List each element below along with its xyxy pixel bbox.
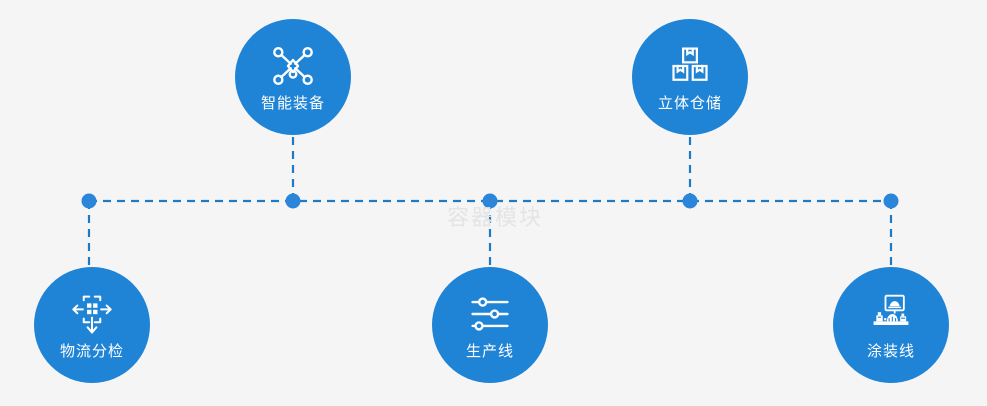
sorting-arrows-icon bbox=[70, 292, 114, 336]
node-stereoscopic-warehouse[interactable]: 立体仓储 bbox=[632, 19, 748, 135]
junction-dot-painting-line bbox=[883, 193, 899, 209]
node-painting-line[interactable]: 涂装线 bbox=[833, 267, 949, 383]
node-label: 涂装线 bbox=[866, 342, 915, 360]
sliders-icon bbox=[468, 292, 512, 336]
node-logistics-sorting[interactable]: 物流分检 bbox=[34, 267, 150, 383]
node-production-line[interactable]: 生产线 bbox=[432, 267, 548, 383]
node-label: 立体仓储 bbox=[657, 94, 722, 112]
node-label: 生产线 bbox=[465, 342, 514, 360]
node-label: 物流分检 bbox=[59, 342, 124, 360]
junction-dot-stereoscopic-warehouse bbox=[682, 193, 698, 209]
junction-dot-intelligent-equipment bbox=[285, 193, 301, 209]
node-label: 智能装备 bbox=[260, 94, 325, 112]
watermark-text: 容器模块 bbox=[446, 205, 543, 230]
network-nodes-icon bbox=[271, 44, 315, 88]
node-intelligent-equipment[interactable]: 智能装备 bbox=[235, 19, 351, 135]
stacked-boxes-icon bbox=[668, 44, 712, 88]
junction-dot-logistics-sorting bbox=[81, 193, 97, 209]
painting-machine-icon bbox=[869, 292, 913, 336]
